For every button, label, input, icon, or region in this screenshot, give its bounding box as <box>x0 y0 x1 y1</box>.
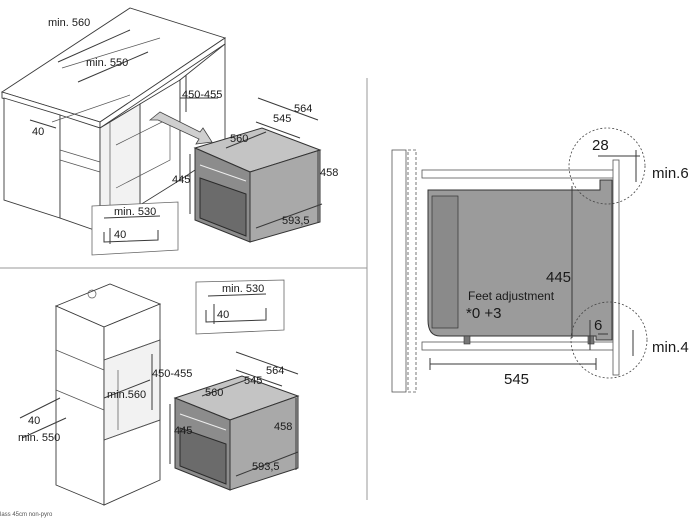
label-564-bottom: 564 <box>266 365 284 377</box>
oven-bottom-illustration <box>173 375 300 491</box>
label-450-455-bottom: 450-455 <box>152 368 192 380</box>
label-40-inset-bottom: 40 <box>217 309 229 321</box>
label-545-side: 545 <box>504 371 529 388</box>
label-458-bottom: 458 <box>274 421 292 433</box>
label-40-top: 40 <box>32 126 44 138</box>
label-min-4: min.4 <box>652 339 689 356</box>
label-28: 28 <box>592 137 609 154</box>
tall-cabinet <box>54 283 162 506</box>
label-min-6: min.6 <box>652 165 689 182</box>
label-445-side: 445 <box>546 269 571 286</box>
label-545-top: 545 <box>273 113 291 125</box>
undercounter-cabinet <box>0 7 227 233</box>
side-section-view <box>391 127 648 393</box>
label-445-top: 445 <box>172 174 190 186</box>
label-6: 6 <box>594 317 602 334</box>
oven-top-illustration <box>193 127 322 243</box>
label-min-530-top: min. 530 <box>114 206 156 218</box>
label-min-560-top: min. 560 <box>48 17 90 29</box>
bottom-left-dimension-lines <box>19 354 153 439</box>
label-458-top: 458 <box>320 167 338 179</box>
oven-top-dimension-lines <box>189 97 323 229</box>
label-min-550-top: min. 550 <box>86 57 128 69</box>
label-593-5-bottom: 593,5 <box>252 461 280 473</box>
label-445-bottom: 445 <box>174 425 192 437</box>
label-564-top: 564 <box>294 103 312 115</box>
oven-bottom-dimension-lines <box>169 351 299 477</box>
inset-detail-top <box>91 201 179 256</box>
label-min-530-bottom: min. 530 <box>222 283 264 295</box>
label-40-bottom: 40 <box>28 415 40 427</box>
label-593-5-top: 593,5 <box>282 215 310 227</box>
label-feet-values: *0 +3 <box>466 305 501 322</box>
top-left-dimensions <box>29 29 218 129</box>
label-40-inset-top: 40 <box>114 229 126 241</box>
label-feet-adjustment: Feet adjustment <box>468 289 555 303</box>
label-560-bottom: 560 <box>205 387 223 399</box>
label-min-550-bottom: min. 550 <box>18 432 60 444</box>
inset-detail-bottom <box>195 279 285 335</box>
footer-note: lass 45cm non-pyro <box>0 512 53 518</box>
label-545-bottom: 545 <box>244 375 262 387</box>
label-450-455-top: 450-455 <box>182 89 222 101</box>
label-560-top: 560 <box>230 133 248 145</box>
label-min-560-bottom: min.560 <box>107 389 146 401</box>
